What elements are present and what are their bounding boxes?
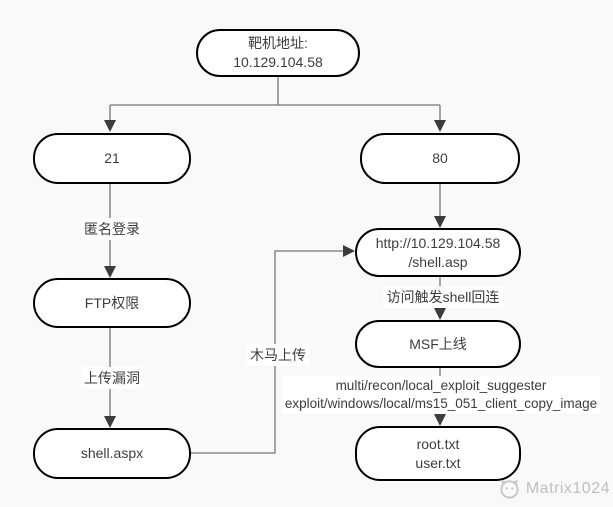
arrow-down-icon	[104, 416, 116, 428]
node-port-21: 21	[33, 133, 191, 184]
edge-label-exploit-modules: multi/recon/local_exploit_suggester expl…	[281, 376, 601, 414]
connector-target-split	[109, 77, 441, 120]
arrow-down-icon	[104, 266, 116, 278]
matrix-logo-icon	[500, 479, 519, 499]
node-shell-url: http://10.129.104.58 /shell.asp	[355, 228, 521, 277]
node-flags-line1: root.txt	[416, 435, 460, 452]
node-target-address: 靶机地址: 10.129.104.58	[196, 29, 360, 77]
node-msf-online: MSF上线	[355, 320, 521, 368]
edge-label-anonymous-login: 匿名登录	[81, 218, 143, 240]
edge-label-exploit-module: exploit/windows/local/ms15_051_client_co…	[284, 396, 598, 411]
watermark-label: Matrix1024	[525, 479, 610, 497]
node-shell-url-line2: /shell.asp	[408, 253, 468, 270]
node-flag-files: root.txt user.txt	[355, 426, 521, 481]
arrow-down-icon	[434, 216, 446, 228]
arrow-right-icon	[343, 245, 355, 257]
arrow-down-icon	[104, 120, 116, 132]
node-shell-aspx-label: shell.aspx	[80, 445, 144, 461]
node-target-line2: 10.129.104.58	[233, 54, 323, 70]
node-ftp-permission: FTP权限	[33, 278, 191, 328]
node-shell-aspx: shell.aspx	[33, 428, 191, 479]
node-flags-line2: user.txt	[415, 454, 461, 471]
node-shell-url-line1: http://10.129.104.58	[375, 234, 501, 251]
watermark: Matrix1024	[498, 477, 610, 500]
arrow-down-icon	[434, 414, 446, 426]
node-msf-label: MSF上线	[409, 335, 467, 352]
node-ftp-label: FTP权限	[84, 294, 140, 311]
edge-label-trojan-upload: 木马上传	[247, 344, 309, 366]
node-port-80: 80	[360, 133, 520, 184]
edge-label-exploit-suggester: multi/recon/local_exploit_suggester	[335, 378, 547, 393]
edge-label-shell-callback: 访问触发shell回连	[383, 286, 503, 308]
arrow-down-icon	[434, 308, 446, 320]
node-port-80-label: 80	[432, 150, 448, 166]
edge-label-upload-vuln: 上传漏洞	[81, 367, 143, 389]
arrow-down-icon	[434, 120, 446, 132]
node-port-21-label: 21	[104, 150, 120, 166]
node-target-line1: 靶机地址:	[248, 35, 308, 51]
